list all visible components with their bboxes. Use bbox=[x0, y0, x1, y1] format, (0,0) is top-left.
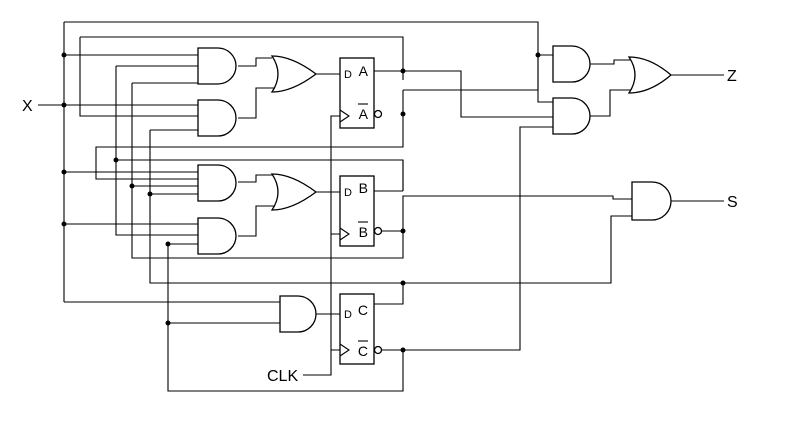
and-gate-b2 bbox=[197, 217, 237, 255]
input-x-label: X bbox=[22, 98, 33, 115]
flip-flop-c bbox=[339, 293, 383, 365]
flip-flop-a bbox=[339, 57, 383, 129]
and-gate-z2 bbox=[552, 97, 591, 135]
and-gate-b1 bbox=[197, 164, 237, 202]
ff-a-d-label: D bbox=[344, 69, 352, 81]
ff-a-q-label: A bbox=[359, 63, 369, 79]
junction-dots bbox=[61, 52, 541, 353]
ff-b-d-label: D bbox=[344, 187, 352, 199]
ff-c-q-label: C bbox=[358, 302, 368, 318]
or-gate-b bbox=[270, 173, 318, 211]
input-clk-label: CLK bbox=[267, 368, 298, 385]
and-gate-z1 bbox=[552, 45, 591, 83]
ff-c-d-label: D bbox=[344, 309, 352, 321]
or-gate-z bbox=[627, 56, 672, 94]
flip-flop-c-labels: D C C bbox=[344, 302, 368, 359]
ff-a-qbar-label: A bbox=[359, 106, 369, 122]
and-gate-a1 bbox=[197, 47, 237, 85]
output-z-label: Z bbox=[727, 68, 737, 85]
ff-c-qbar-label: C bbox=[358, 343, 368, 359]
flip-flop-b-labels: D B B bbox=[344, 180, 368, 240]
flip-flop-a-labels: D A A bbox=[344, 63, 369, 122]
ff-b-q-label: B bbox=[359, 180, 368, 196]
ff-b-qbar-label: B bbox=[359, 224, 368, 240]
and-gate-c bbox=[279, 295, 317, 333]
wires bbox=[38, 21, 724, 392]
and-gate-a2 bbox=[197, 99, 237, 137]
flip-flop-b bbox=[339, 175, 383, 247]
output-s-label: S bbox=[727, 194, 738, 211]
and-gate-s bbox=[631, 181, 672, 221]
or-gate-a bbox=[270, 55, 318, 93]
